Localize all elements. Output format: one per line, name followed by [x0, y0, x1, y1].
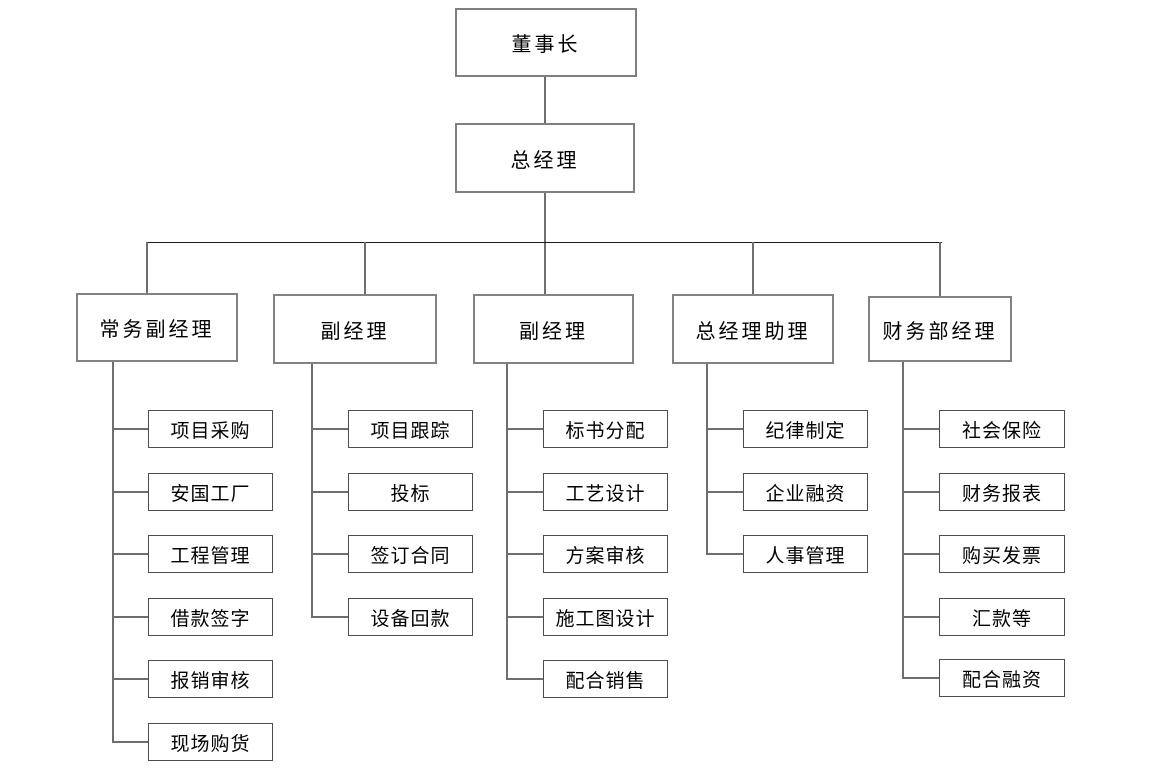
- connector-stub: [902, 553, 939, 555]
- org-node-general-manager: 总经理: [455, 123, 635, 193]
- connector-stub: [112, 491, 148, 493]
- org-node-leaf-2-4: 设备回款: [348, 598, 473, 636]
- org-node-leaf-2-1: 项目跟踪: [348, 410, 473, 448]
- org-node-leaf-5-2: 财务报表: [939, 473, 1065, 511]
- connector-stub: [311, 616, 348, 618]
- connector-stub: [902, 491, 939, 493]
- org-node-leaf-3-5: 配合销售: [543, 660, 668, 698]
- org-node-leaf-1-4: 借款签字: [148, 598, 273, 636]
- connector-stub: [311, 428, 348, 430]
- org-node-manager-4: 总经理助理: [672, 294, 834, 364]
- connector-stub: [311, 553, 348, 555]
- connector-stub: [112, 428, 148, 430]
- connector-spine-col-4: [706, 364, 708, 555]
- connector-stub: [902, 677, 939, 679]
- connector-drop-manager-4: [752, 242, 754, 294]
- connector-stub: [902, 616, 939, 618]
- org-node-leaf-1-1: 项目采购: [148, 410, 273, 448]
- connector-drop-manager-1: [146, 242, 148, 293]
- org-node-leaf-4-1: 纪律制定: [743, 410, 868, 448]
- org-node-manager-2: 副经理: [273, 294, 437, 364]
- org-node-leaf-5-5: 配合融资: [939, 659, 1065, 697]
- org-node-leaf-1-2: 安国工厂: [148, 473, 273, 511]
- org-node-leaf-4-2: 企业融资: [743, 473, 868, 511]
- connector-gm-drop: [544, 193, 546, 294]
- org-node-manager-5: 财务部经理: [868, 296, 1012, 362]
- org-node-leaf-4-3: 人事管理: [743, 535, 868, 573]
- org-node-chairman: 董事长: [455, 8, 637, 77]
- connector-stub: [112, 553, 148, 555]
- connector-drop-manager-5: [939, 242, 941, 296]
- connector-stub: [706, 428, 743, 430]
- connector-stub: [112, 616, 148, 618]
- org-node-leaf-1-3: 工程管理: [148, 535, 273, 573]
- connector-stub: [506, 678, 543, 680]
- connector-spine-col-1: [112, 362, 114, 743]
- connector-stub: [112, 741, 148, 743]
- connector-stub: [506, 491, 543, 493]
- org-node-leaf-1-5: 报销审核: [148, 660, 273, 698]
- connector-stub: [112, 678, 148, 680]
- connector-spine-col-3: [506, 364, 508, 680]
- org-node-leaf-2-3: 签订合同: [348, 535, 473, 573]
- connector-stub: [506, 616, 543, 618]
- org-node-leaf-3-4: 施工图设计: [543, 598, 668, 636]
- org-node-leaf-3-1: 标书分配: [543, 410, 668, 448]
- connector-stub: [706, 553, 743, 555]
- org-node-leaf-5-1: 社会保险: [939, 410, 1065, 448]
- org-node-manager-3: 副经理: [473, 294, 634, 364]
- connector-stub: [311, 491, 348, 493]
- org-node-leaf-5-4: 汇款等: [939, 598, 1065, 636]
- org-node-manager-1: 常务副经理: [76, 293, 238, 362]
- connector-stub: [902, 428, 939, 430]
- connector-stub: [706, 491, 743, 493]
- connector-drop-manager-2: [364, 242, 366, 294]
- connector-stub: [506, 553, 543, 555]
- connector-main-horizontal: [147, 242, 942, 243]
- org-node-leaf-5-3: 购买发票: [939, 535, 1065, 573]
- org-node-leaf-3-2: 工艺设计: [543, 473, 668, 511]
- org-node-leaf-1-6: 现场购货: [148, 723, 273, 761]
- connector-stub: [506, 428, 543, 430]
- connector-spine-col-5: [902, 362, 904, 679]
- org-node-leaf-2-2: 投标: [348, 473, 473, 511]
- connector-root-gm: [544, 77, 546, 123]
- org-node-leaf-3-3: 方案审核: [543, 535, 668, 573]
